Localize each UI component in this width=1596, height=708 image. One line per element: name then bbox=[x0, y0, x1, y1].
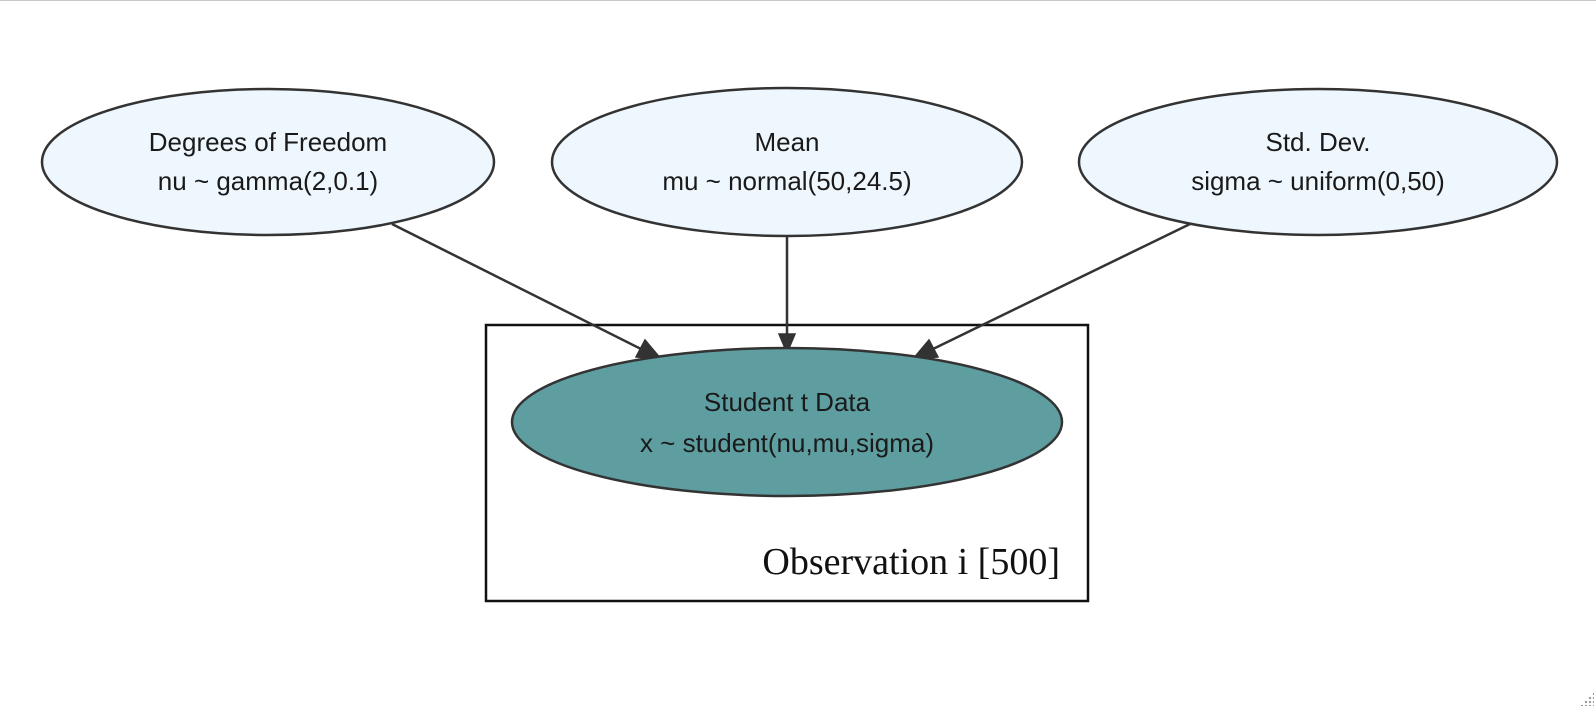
plate-label: Observation i [500] bbox=[762, 541, 1060, 583]
node-std-dev: Std. Dev. sigma ~ uniform(0,50) bbox=[1077, 87, 1559, 237]
node-std-dev-formula: sigma ~ uniform(0,50) bbox=[1191, 166, 1445, 196]
node-std-dev-shape bbox=[1077, 87, 1559, 237]
node-mean-shape bbox=[550, 86, 1024, 238]
node-degrees-of-freedom: Degrees of Freedom nu ~ gamma(2,0.1) bbox=[40, 87, 496, 237]
node-degrees-of-freedom-formula: nu ~ gamma(2,0.1) bbox=[158, 166, 378, 196]
arrowhead-mu-to-x bbox=[777, 333, 797, 355]
node-student-t-data-title: Student t Data bbox=[704, 387, 871, 417]
node-student-t-data-formula: x ~ student(nu,mu,sigma) bbox=[640, 428, 934, 458]
node-mean-title: Mean bbox=[754, 127, 819, 157]
node-mean-formula: mu ~ normal(50,24.5) bbox=[662, 166, 911, 196]
node-student-t-data: Student t Data x ~ student(nu,mu,sigma) bbox=[510, 346, 1064, 498]
edge-sigma-to-x bbox=[932, 222, 1191, 351]
node-std-dev-title: Std. Dev. bbox=[1265, 127, 1370, 157]
edge-nu-to-x bbox=[391, 222, 642, 351]
node-degrees-of-freedom-title: Degrees of Freedom bbox=[149, 127, 387, 157]
node-degrees-of-freedom-shape bbox=[40, 87, 496, 237]
node-mean: Mean mu ~ normal(50,24.5) bbox=[550, 86, 1024, 238]
edges bbox=[391, 222, 1191, 360]
node-student-t-data-shape bbox=[510, 346, 1064, 498]
